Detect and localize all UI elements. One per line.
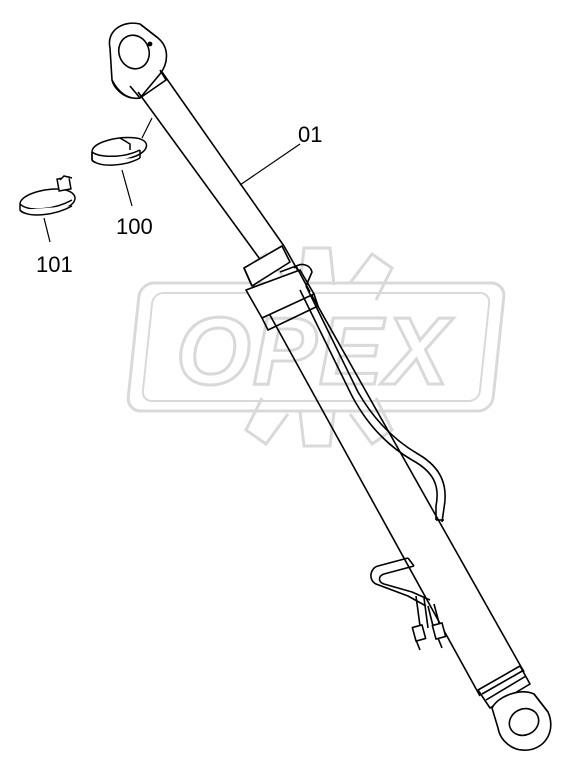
cylinder-eye-bottom: [491, 691, 552, 751]
hydraulic-pipe: [299, 285, 447, 651]
leader-100-to-rod: [141, 117, 153, 139]
rod-eye-top: [108, 22, 168, 100]
watermark-frame-inner: [141, 292, 491, 402]
leader-lines: [43, 117, 301, 243]
leader-100: [121, 169, 133, 207]
part-101-clamp: [19, 175, 76, 216]
hydraulic-cylinder: [108, 22, 552, 751]
piston-rod: [137, 71, 285, 263]
leader-101: [43, 217, 51, 243]
watermark-text: OPEX: [176, 298, 454, 405]
callout-01: 01: [298, 122, 322, 147]
callout-101: 101: [36, 252, 73, 277]
part-100-ring: [91, 136, 148, 166]
callout-100: 100: [116, 214, 153, 239]
watermark: OPEX: [126, 246, 506, 448]
leader-01: [239, 143, 301, 186]
watermark-frame-outer: [126, 281, 506, 413]
